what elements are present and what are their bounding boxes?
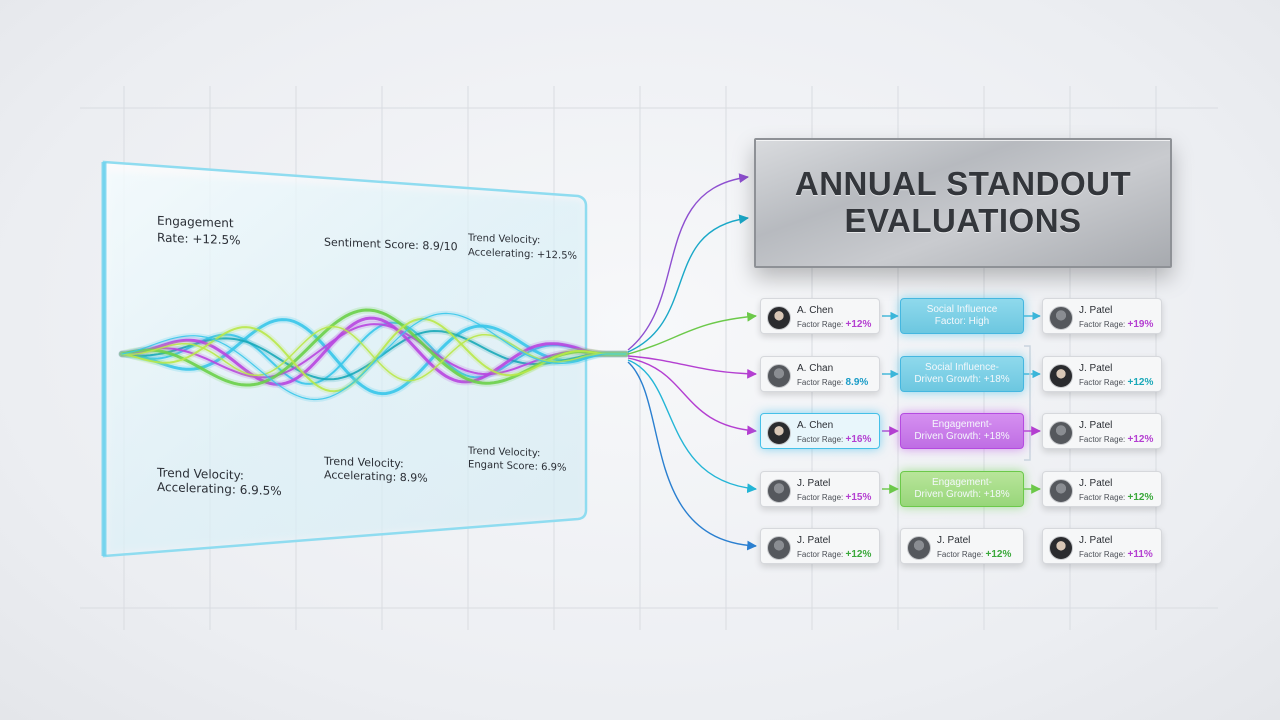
person-avatar-icon	[907, 536, 931, 560]
title-line-2: EVALUATIONS	[844, 202, 1082, 239]
card-detail: Factor Rage: +12%	[797, 549, 871, 560]
glass-label-engagement-rate: Rate: +12.5%	[157, 230, 241, 248]
person-avatar-icon	[767, 306, 791, 330]
candidate-card[interactable]: A. Chen Factor Rage: +16%	[760, 413, 880, 449]
title-line-1: ANNUAL STANDOUT	[794, 165, 1132, 203]
factor-line-2: Factor: High	[934, 316, 990, 327]
card-detail: Factor Rage: +12%	[797, 319, 871, 330]
wave-line	[121, 325, 627, 382]
person-avatar-icon	[767, 536, 791, 560]
person-avatar-icon	[767, 479, 791, 503]
card-name: J. Patel	[1079, 363, 1113, 374]
candidate-card[interactable]: J. Patel Factor Rage: +12%	[1042, 356, 1162, 392]
card-name: J. Patel	[937, 535, 971, 546]
factor-box[interactable]: Engagement- Driven Growth: +18%	[900, 471, 1024, 507]
glass-label-engagement: Engagement	[157, 213, 234, 231]
factor-box[interactable]: Social Influence Factor: High	[900, 298, 1024, 334]
factor-line-2: Driven Growth: +18%	[914, 374, 1010, 385]
candidate-card[interactable]: J. Patel Factor Rage: +12%	[1042, 413, 1162, 449]
person-avatar-icon	[1049, 364, 1073, 388]
factor-line-1: Social Influence-	[925, 362, 999, 373]
card-percent: +19%	[1127, 319, 1154, 330]
factor-line-2: Driven Growth: +18%	[914, 431, 1010, 442]
card-name: J. Patel	[1079, 535, 1113, 546]
card-detail-label: Factor Rage:	[1079, 493, 1126, 502]
person-avatar-icon	[767, 421, 791, 445]
card-detail: Factor Rage: +11%	[1079, 549, 1153, 560]
card-detail: Factor Rage: +12%	[1079, 377, 1153, 388]
card-detail-label: Factor Rage:	[1079, 320, 1126, 329]
card-detail: Factor Rage: +12%	[937, 549, 1011, 560]
card-detail-label: Factor Rage:	[1079, 435, 1126, 444]
factor-line-1: Engagement-	[931, 419, 993, 430]
title-plate: ANNUAL STANDOUT EVALUATIONS	[754, 138, 1172, 268]
card-percent: +12%	[1127, 492, 1154, 503]
wave-line	[121, 321, 627, 385]
person-avatar-icon	[1049, 536, 1073, 560]
candidate-card[interactable]: J. Patel Factor Rage: +12%	[900, 528, 1024, 564]
candidate-card[interactable]: J. Patel Factor Rage: +19%	[1042, 298, 1162, 334]
card-detail: Factor Rage: +12%	[1079, 492, 1153, 503]
card-percent: +12%	[1127, 377, 1154, 388]
candidate-card[interactable]: J. Patel Factor Rage: +11%	[1042, 528, 1162, 564]
card-percent: +12%	[845, 319, 872, 330]
card-detail-label: Factor Rage:	[937, 550, 984, 559]
candidate-card[interactable]: J. Patel Factor Rage: +12%	[760, 528, 880, 564]
card-detail-label: Factor Rage:	[1079, 378, 1126, 387]
person-avatar-icon	[1049, 421, 1073, 445]
wave-line	[121, 317, 627, 393]
person-avatar-icon	[1049, 479, 1073, 503]
factor-box[interactable]: Engagement- Driven Growth: +18%	[900, 413, 1024, 449]
card-detail-label: Factor Rage:	[797, 493, 844, 502]
card-percent: +12%	[985, 549, 1012, 560]
wave-line	[120, 308, 628, 387]
wave-line	[120, 316, 628, 386]
card-name: J. Patel	[1079, 478, 1113, 489]
card-detail: Factor Rage: +19%	[1079, 319, 1153, 330]
factor-line-1: Social Influence	[926, 304, 998, 315]
card-name: J. Patel	[1079, 305, 1113, 316]
candidate-card[interactable]: A. Chen Factor Rage: +12%	[760, 298, 880, 334]
card-name: A. Chen	[797, 305, 834, 316]
card-percent: +12%	[1127, 434, 1154, 445]
wave-line	[120, 318, 628, 396]
card-name: J. Patel	[797, 478, 831, 489]
card-percent: +16%	[845, 434, 872, 445]
card-name: A. Chan	[797, 363, 834, 374]
card-percent: 8.9%	[845, 377, 869, 388]
card-detail-label: Factor Rage:	[797, 378, 844, 387]
factor-line-2: Driven Growth: +18%	[914, 489, 1010, 500]
signal-waves	[118, 306, 630, 403]
wave-line	[121, 312, 627, 401]
card-detail-label: Factor Rage:	[797, 435, 844, 444]
card-detail: Factor Rage: +15%	[797, 492, 871, 503]
candidate-card[interactable]: A. Chan Factor Rage: 8.9%	[760, 356, 880, 392]
factor-line-1: Engagement-	[931, 477, 993, 488]
card-detail-label: Factor Rage:	[797, 320, 844, 329]
card-detail-label: Factor Rage:	[797, 550, 844, 559]
glass-label-trend-velocity-1: Trend Velocity:	[468, 232, 541, 247]
card-detail: Factor Rage: 8.9%	[797, 377, 868, 388]
card-detail: Factor Rage: +12%	[1079, 434, 1153, 445]
card-detail: Factor Rage: +16%	[797, 434, 871, 445]
card-name: A. Chen	[797, 420, 834, 431]
card-percent: +12%	[845, 549, 872, 560]
card-percent: +15%	[845, 492, 872, 503]
card-name: J. Patel	[797, 535, 831, 546]
wave-line	[121, 323, 627, 379]
card-name: J. Patel	[1079, 420, 1113, 431]
candidate-card[interactable]: J. Patel Factor Rage: +15%	[760, 471, 880, 507]
card-percent: +11%	[1127, 549, 1153, 560]
person-avatar-icon	[767, 364, 791, 388]
person-avatar-icon	[1049, 306, 1073, 330]
candidate-card[interactable]: J. Patel Factor Rage: +12%	[1042, 471, 1162, 507]
factor-box[interactable]: Social Influence- Driven Growth: +18%	[900, 356, 1024, 392]
connector-arrows	[627, 173, 1041, 551]
card-detail-label: Factor Rage:	[1079, 550, 1126, 559]
